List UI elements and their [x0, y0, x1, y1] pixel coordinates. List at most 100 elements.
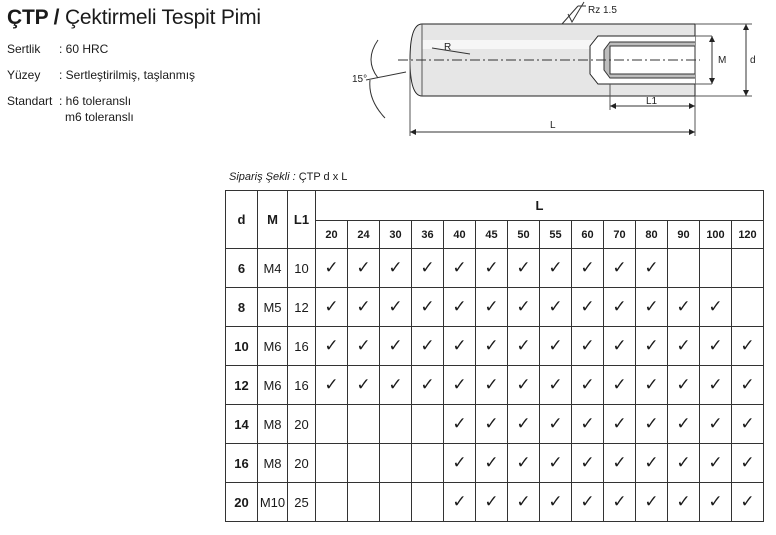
availability-cell: ✓: [571, 326, 604, 366]
check-icon: ✓: [548, 335, 563, 356]
availability-cell: ✓: [571, 443, 604, 483]
product-name: Çektirmeli Tespit Pimi: [59, 6, 261, 29]
check-icon: ✓: [452, 257, 467, 278]
spec-standard-line2: m6 toleranslı: [59, 110, 134, 124]
availability-cell: [667, 248, 700, 288]
availability-cell: ✓: [571, 248, 604, 288]
check-icon: ✓: [420, 335, 435, 356]
availability-cell: ✓: [731, 482, 764, 522]
check-icon: ✓: [452, 452, 467, 473]
check-icon: ✓: [676, 296, 691, 317]
check-icon: ✓: [420, 296, 435, 317]
check-icon: ✓: [708, 374, 723, 395]
availability-cell: ✓: [603, 326, 636, 366]
availability-cell: [699, 248, 732, 288]
check-icon: ✓: [356, 257, 371, 278]
check-icon: ✓: [612, 374, 627, 395]
check-icon: ✓: [708, 452, 723, 473]
availability-cell: ✓: [603, 482, 636, 522]
availability-cell: ✓: [507, 482, 540, 522]
spec-value: : 60 HRC: [59, 42, 109, 56]
check-icon: ✓: [516, 335, 531, 356]
availability-cell: [347, 404, 380, 444]
thread-size-label: M: [718, 55, 726, 66]
availability-cell: ✓: [603, 365, 636, 405]
availability-cell: ✓: [507, 365, 540, 405]
availability-cell: ✓: [603, 443, 636, 483]
spec-key: Sertlik: [7, 42, 41, 56]
availability-cell: ✓: [667, 443, 700, 483]
availability-cell: ✓: [443, 404, 476, 444]
check-icon: ✓: [580, 374, 595, 395]
check-icon: ✓: [740, 491, 755, 512]
availability-cell: ✓: [635, 365, 668, 405]
availability-cell: ✓: [731, 443, 764, 483]
check-icon: ✓: [388, 374, 403, 395]
availability-cell: ✓: [475, 482, 508, 522]
availability-cell: ✓: [475, 326, 508, 366]
spec-value: m6 toleranslı: [65, 110, 134, 124]
check-icon: ✓: [356, 335, 371, 356]
diameter-label: d: [750, 55, 756, 66]
cell-d: 10: [225, 326, 258, 366]
availability-cell: ✓: [667, 404, 700, 444]
cell-l1: 20: [287, 443, 316, 483]
availability-cell: ✓: [411, 365, 444, 405]
check-icon: ✓: [516, 413, 531, 434]
check-icon: ✓: [708, 335, 723, 356]
spec-standard: Standart: h6 toleranslı: [7, 94, 131, 108]
check-icon: ✓: [708, 491, 723, 512]
availability-cell: ✓: [539, 326, 572, 366]
cell-d: 12: [225, 365, 258, 405]
check-icon: ✓: [612, 452, 627, 473]
length-header-36: 36: [411, 220, 444, 249]
availability-cell: ✓: [635, 443, 668, 483]
check-icon: ✓: [388, 335, 403, 356]
check-icon: ✓: [612, 257, 627, 278]
availability-cell: ✓: [539, 287, 572, 327]
availability-cell: ✓: [347, 365, 380, 405]
header-l1: L1: [287, 190, 316, 249]
availability-cell: ✓: [379, 326, 412, 366]
availability-cell: ✓: [315, 248, 348, 288]
check-icon: ✓: [612, 335, 627, 356]
check-icon: ✓: [420, 257, 435, 278]
length-header-120: 120: [731, 220, 764, 249]
check-icon: ✓: [452, 413, 467, 434]
availability-cell: ✓: [635, 287, 668, 327]
check-icon: ✓: [324, 257, 339, 278]
length-header-50: 50: [507, 220, 540, 249]
header-m: M: [257, 190, 288, 249]
availability-cell: ✓: [635, 248, 668, 288]
availability-cell: ✓: [635, 326, 668, 366]
pin-technical-drawing: Rz 1.5 R 15° M d L1 L: [352, 1, 756, 136]
availability-cell: ✓: [443, 326, 476, 366]
check-icon: ✓: [484, 413, 499, 434]
check-icon: ✓: [644, 374, 659, 395]
availability-cell: ✓: [507, 443, 540, 483]
availability-cell: [411, 482, 444, 522]
availability-cell: ✓: [475, 443, 508, 483]
order-format-value: ÇTP d x L: [295, 171, 348, 183]
cell-l1: 12: [287, 287, 316, 327]
availability-cell: ✓: [603, 248, 636, 288]
availability-cell: ✓: [347, 248, 380, 288]
availability-cell: ✓: [315, 287, 348, 327]
check-icon: ✓: [644, 335, 659, 356]
check-icon: ✓: [548, 413, 563, 434]
availability-cell: [315, 404, 348, 444]
check-icon: ✓: [452, 335, 467, 356]
availability-cell: ✓: [475, 287, 508, 327]
check-icon: ✓: [516, 491, 531, 512]
availability-cell: ✓: [347, 287, 380, 327]
cell-m: M4: [257, 248, 288, 288]
order-format-label: Sipariş Şekli :: [229, 171, 296, 183]
header-l: L: [315, 190, 764, 221]
cell-d: 16: [225, 443, 258, 483]
